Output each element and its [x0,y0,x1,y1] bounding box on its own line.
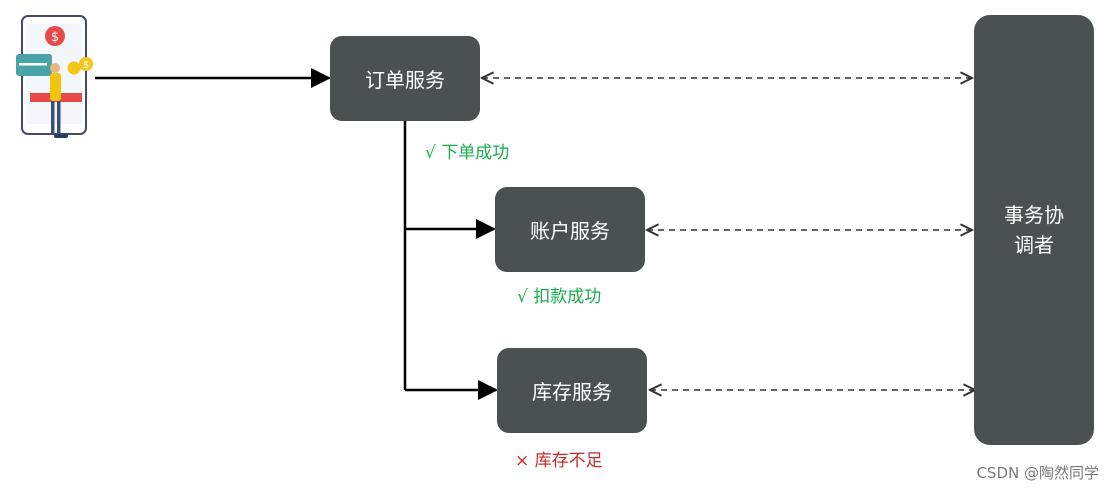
inventory-status: × 库存不足 [515,451,603,471]
watermark: CSDN @陶然同学 [976,464,1099,482]
transaction-coordinator-node: 事务协 调者 [974,15,1094,445]
order-service-node: 订单服务 [330,36,480,121]
order-service-label: 订单服务 [365,68,445,92]
mobile-payment-icon: $ $ [16,15,93,138]
inventory-service-node: 库存服务 [497,348,647,433]
account-status: √ 扣款成功 [517,287,602,307]
account-service-label: 账户服务 [530,219,610,243]
svg-text:$: $ [51,30,59,45]
transaction-coordinator-label: 事务协 调者 [1004,203,1064,257]
order-status: √ 下单成功 [425,143,510,163]
svg-text:$: $ [83,60,89,71]
account-service-node: 账户服务 [495,187,645,272]
inventory-service-label: 库存服务 [532,380,612,404]
